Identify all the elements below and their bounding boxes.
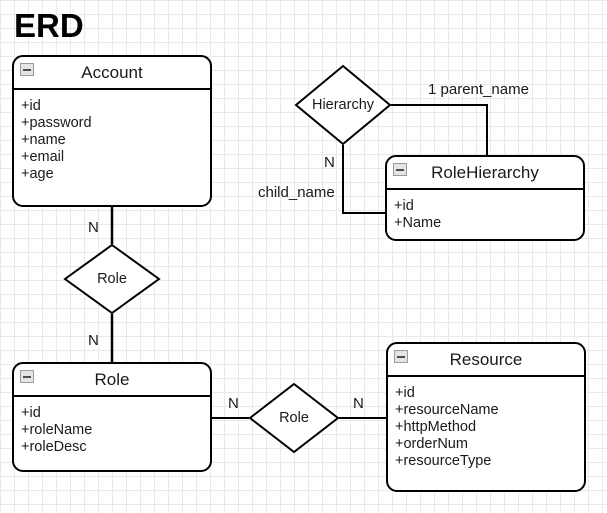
edge-label-role-cardinality: N: [88, 332, 99, 349]
attribute: +password: [21, 115, 92, 131]
entity-resource[interactable]: Resource +id +resourceName +httpMethod +…: [386, 342, 586, 492]
attribute: +id: [395, 385, 415, 401]
entity-account-attributes: +id +password +name +email +age: [14, 90, 210, 183]
edge-label-child-name: child_name: [258, 184, 335, 201]
entity-role-title: Role: [94, 370, 130, 389]
attribute: +email: [21, 149, 65, 165]
attribute: +Name: [394, 215, 442, 231]
attribute: +roleDesc: [21, 439, 87, 455]
edge-label-role-resource-left-cardinality: N: [228, 395, 239, 412]
diamond-shape: [294, 64, 392, 146]
diamond-shape: [63, 243, 161, 315]
attribute: +id: [21, 98, 41, 114]
entity-account[interactable]: Account +id +password +name +email +age: [12, 55, 212, 207]
entity-role[interactable]: Role +id +roleName +roleDesc: [12, 362, 212, 472]
attribute: +id: [394, 198, 414, 214]
entity-resource-attributes: +id +resourceName +httpMethod +orderNum …: [388, 377, 584, 470]
edge-label-hierarchy-child-cardinality: N: [324, 154, 335, 171]
relationship-role-resource[interactable]: Role: [248, 382, 340, 454]
attribute: +resourceType: [395, 453, 492, 469]
entity-resource-header: Resource: [388, 344, 584, 377]
edge-label-account-cardinality: N: [88, 219, 99, 236]
minus-icon[interactable]: [393, 163, 407, 176]
minus-icon[interactable]: [20, 370, 34, 383]
entity-role-attributes: +id +roleName +roleDesc: [14, 397, 210, 456]
attribute: +resourceName: [395, 402, 499, 418]
attribute: +httpMethod: [395, 419, 477, 435]
minus-icon[interactable]: [20, 63, 34, 76]
connector-hierarchy-parent: [391, 104, 488, 155]
attribute: +id: [21, 405, 41, 421]
entity-role-header: Role: [14, 364, 210, 397]
attribute: +roleName: [21, 422, 93, 438]
entity-rolehierarchy[interactable]: RoleHierarchy +id +Name: [385, 155, 585, 241]
relationship-hierarchy[interactable]: Hierarchy: [294, 64, 392, 146]
relationship-role-resource-label: Role: [279, 410, 309, 426]
entity-resource-title: Resource: [449, 350, 523, 369]
relationship-account-role[interactable]: Role: [63, 243, 161, 315]
edge-label-role-resource-right-cardinality: N: [353, 395, 364, 412]
attribute: +age: [21, 166, 54, 182]
relationship-account-role-label: Role: [97, 271, 127, 287]
entity-rolehierarchy-title: RoleHierarchy: [431, 163, 539, 182]
entity-account-header: Account: [14, 57, 210, 90]
page-title: ERD: [14, 7, 84, 44]
attribute: +orderNum: [395, 436, 468, 452]
entity-rolehierarchy-header: RoleHierarchy: [387, 157, 583, 190]
edge-label-parent-name: 1 parent_name: [428, 81, 529, 98]
connector-hierarchy-child: [342, 145, 385, 214]
minus-icon[interactable]: [394, 350, 408, 363]
attribute: +name: [21, 132, 66, 148]
entity-account-title: Account: [81, 63, 143, 82]
relationship-hierarchy-label: Hierarchy: [311, 97, 375, 113]
entity-rolehierarchy-attributes: +id +Name: [387, 190, 583, 232]
diamond-shape: [248, 382, 340, 454]
